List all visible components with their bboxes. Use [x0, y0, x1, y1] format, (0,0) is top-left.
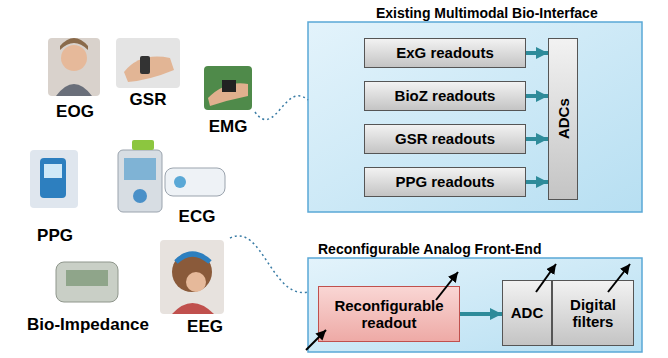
box-label: ADC: [511, 304, 544, 321]
emg-photo: [204, 66, 252, 110]
box-label: ExG readouts: [396, 44, 494, 61]
leader-line: [255, 96, 308, 120]
ecg-photo: [118, 140, 225, 212]
signal-label: Bio-Impedance: [27, 315, 149, 335]
ppg-photo: [30, 150, 78, 208]
system-panel: Existing Multimodal Bio-InterfaceExG rea…: [308, 4, 642, 214]
tunable-arrow: [436, 272, 458, 300]
eeg-photo: [160, 240, 224, 314]
panel-heading: Reconfigurable Analog Front-End: [318, 241, 541, 258]
panel-heading: Existing Multimodal Bio-Interface: [376, 5, 598, 22]
box-label: Reconfigurable readout: [319, 297, 459, 332]
signal-arrow: [526, 180, 548, 184]
signal-arrow: [460, 312, 502, 316]
panel-frame: [308, 258, 642, 352]
adc-box: ADCs: [548, 38, 578, 200]
filter-box: Digital filters: [552, 280, 634, 346]
gsr-photo: [116, 38, 180, 88]
signal-label: ECG: [179, 207, 216, 227]
signal-arrow: [526, 51, 548, 55]
readout-box: GSR readouts: [364, 124, 526, 154]
readout-box: ExG readouts: [364, 38, 526, 68]
signal-arrow: [526, 137, 548, 141]
signal-label: EMG: [209, 117, 248, 137]
leader-line: [230, 236, 308, 293]
signal-label: PPG: [37, 226, 73, 246]
signal-label: EOG: [56, 102, 94, 122]
box-label: ADCs: [554, 99, 571, 140]
box-label: GSR readouts: [395, 130, 495, 147]
signal-arrow: [526, 94, 548, 98]
signal-label: EEG: [187, 317, 223, 337]
tunable-arrow: [306, 330, 326, 350]
reconfigurable-box: Reconfigurable readout: [318, 286, 460, 342]
tunable-arrow: [536, 264, 556, 292]
adc-box: ADC: [502, 280, 552, 346]
box-label: PPG readouts: [395, 173, 494, 190]
tunable-arrow: [608, 264, 630, 292]
system-panel: Reconfigurable Analog Front-EndReconfigu…: [308, 240, 642, 354]
readout-box: BioZ readouts: [364, 81, 526, 111]
eog-photo: [48, 38, 100, 96]
bioimpedance-photo: [56, 262, 118, 302]
box-label: Digital filters: [553, 296, 633, 331]
readout-box: PPG readouts: [364, 167, 526, 197]
box-label: BioZ readouts: [395, 87, 496, 104]
signal-label: GSR: [130, 90, 167, 110]
panel-frame: [308, 22, 642, 212]
